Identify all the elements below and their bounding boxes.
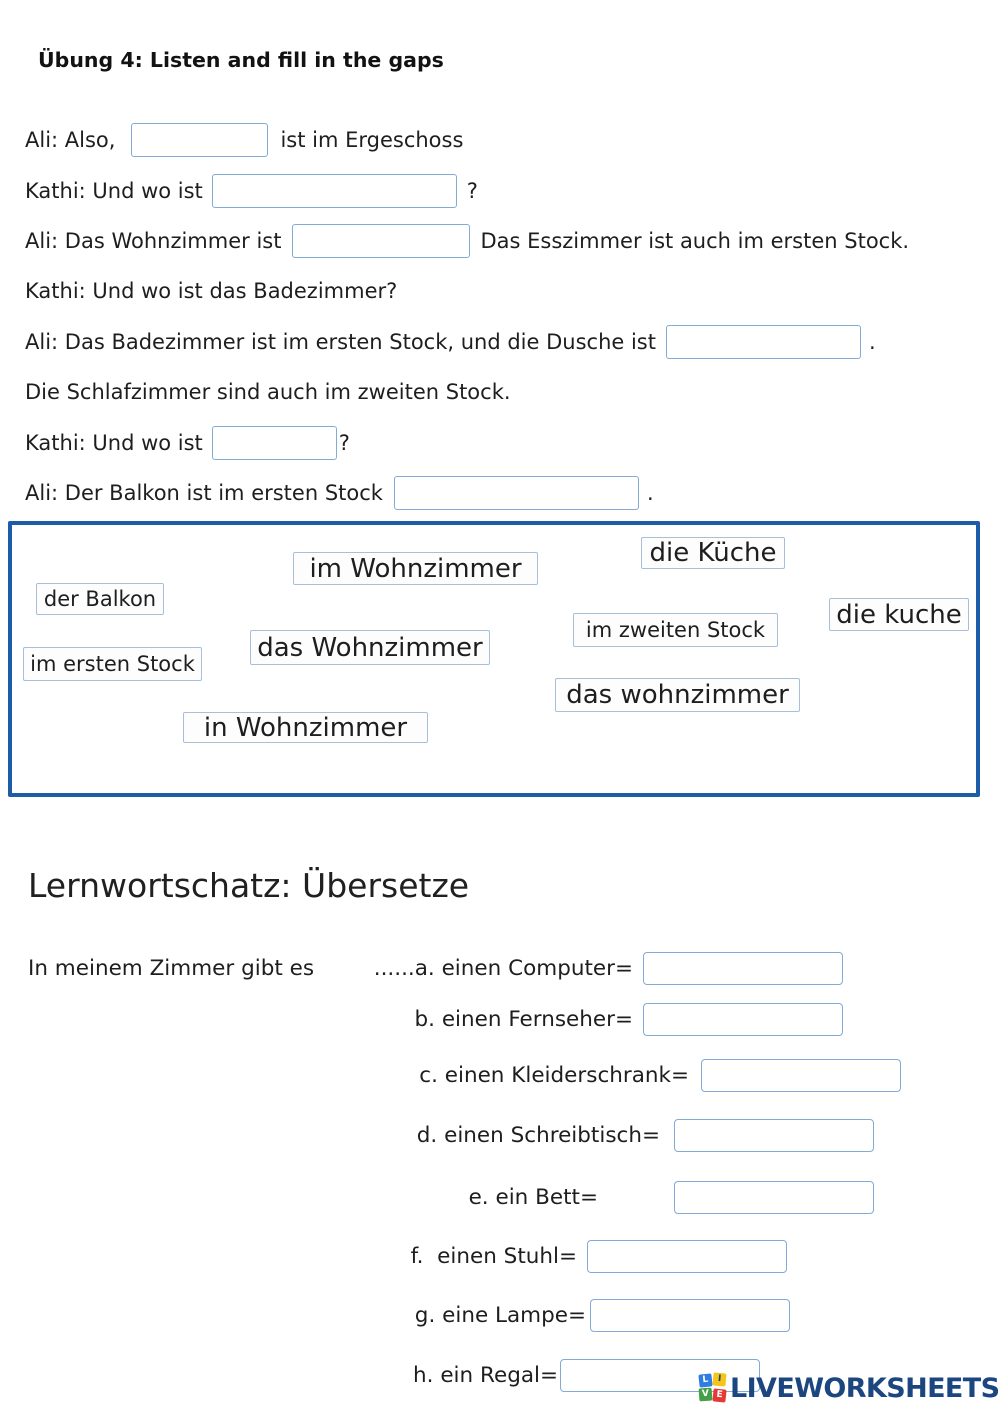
dialog-line-4: Kathi: Und wo ist das Badezimmer?: [25, 266, 985, 316]
dialog-text: Das Esszimmer ist auch im ersten Stock.: [480, 228, 910, 253]
translate-row-b: b. einen Fernseher=: [415, 1001, 843, 1037]
translate-input-g[interactable]: [590, 1298, 790, 1332]
dialog-text: Ali: Das Badezimmer ist im ersten Stock,…: [25, 329, 656, 354]
dialog-text: Kathi: Und wo ist: [25, 430, 203, 455]
word-chip-die-kuche[interactable]: die kuche: [829, 598, 969, 631]
translate-label-a: ......a. einen Computer=: [373, 955, 633, 981]
word-chip-im-wohnzimmer[interactable]: im Wohnzimmer: [293, 552, 538, 585]
dialog-text: Die Schlafzimmer sind auch im zweiten St…: [25, 380, 511, 405]
translate-label-h: h. ein Regal=: [413, 1362, 558, 1388]
word-chip-das-wohnzimmer[interactable]: das Wohnzimmer: [250, 630, 490, 665]
translate-row-h: h. ein Regal=: [413, 1357, 760, 1393]
exercise-title: Übung 4: Listen and fill in the gaps: [38, 48, 444, 72]
translate-label-b: b. einen Fernseher=: [414, 1006, 633, 1032]
translate-row-e: e. ein Bett=: [469, 1179, 874, 1215]
dialog-line-5: Ali: Das Badezimmer ist im ersten Stock,…: [25, 317, 985, 367]
gap-input-line3[interactable]: [292, 223, 471, 258]
translate-label-g: g. eine Lampe=: [414, 1302, 586, 1328]
logo-tile-e: E: [712, 1388, 727, 1403]
logo-tile-l: L: [698, 1373, 713, 1388]
logo-tile-i: I: [712, 1372, 727, 1387]
dialog-line-6: Die Schlafzimmer sind auch im zweiten St…: [25, 367, 985, 417]
word-chip-im-ersten-stock[interactable]: im ersten Stock: [23, 647, 202, 681]
dialog-text: Kathi: Und wo ist das Badezimmer?: [25, 279, 398, 304]
dialog-section: Ali: Also, ist im Ergeschoss Kathi: Und w…: [25, 115, 985, 518]
translate-label-d: d. einen Schreibtisch=: [416, 1122, 660, 1148]
translate-label-e: e. ein Bett=: [468, 1184, 598, 1210]
word-chip-das-wohnzimmer-lc[interactable]: das wohnzimmer: [555, 678, 800, 712]
dialog-text: ?: [466, 178, 478, 203]
translate-input-b[interactable]: [643, 1002, 843, 1036]
dialog-line-2: Kathi: Und wo ist?: [25, 165, 985, 215]
gap-input-line2[interactable]: [211, 173, 457, 208]
dialog-text: .: [868, 329, 876, 354]
translate-intro: In meinem Zimmer gibt es: [28, 955, 315, 981]
word-bank: die Küche im Wohnzimmer der Balkon die k…: [8, 521, 980, 797]
translate-label-f: f. einen Stuhl=: [410, 1243, 577, 1269]
gap-input-line7[interactable]: [211, 425, 337, 460]
gap-input-line1[interactable]: [131, 123, 269, 158]
translate-row-g: g. eine Lampe=: [415, 1297, 790, 1333]
word-chip-die-kueche[interactable]: die Küche: [641, 537, 785, 569]
translate-row-a: ......a. einen Computer=: [374, 950, 843, 986]
translate-row-d: d. einen Schreibtisch=: [417, 1117, 874, 1153]
dialog-text: Ali: Der Balkon ist im ersten Stock: [25, 480, 383, 505]
translate-input-c[interactable]: [701, 1058, 901, 1092]
translate-row-f: f. einen Stuhl=: [411, 1238, 787, 1274]
dialog-text: Ali: Also,: [25, 128, 116, 153]
translate-input-e[interactable]: [674, 1180, 874, 1214]
dialog-line-8: Ali: Der Balkon ist im ersten Stock.: [25, 468, 985, 518]
word-chip-in-wohnzimmer[interactable]: in Wohnzimmer: [183, 712, 428, 743]
translate-label-c: c. einen Kleiderschrank=: [419, 1062, 689, 1088]
dialog-text: Ali: Das Wohnzimmer ist: [25, 228, 282, 253]
translate-row-c: c. einen Kleiderschrank=: [419, 1057, 901, 1093]
dialog-text: ?: [338, 430, 350, 455]
translate-input-d[interactable]: [674, 1118, 874, 1152]
dialog-text: Kathi: Und wo ist: [25, 178, 203, 203]
liveworksheets-logo-icon: L I V E: [698, 1372, 728, 1404]
logo-tile-v: V: [698, 1387, 713, 1402]
word-chip-im-zweiten-stock[interactable]: im zweiten Stock: [573, 613, 778, 647]
translate-input-a[interactable]: [643, 951, 843, 985]
gap-input-line8[interactable]: [393, 475, 639, 510]
word-chip-der-balkon[interactable]: der Balkon: [36, 583, 164, 615]
dialog-line-3: Ali: Das Wohnzimmer ist Das Esszimmer ist…: [25, 216, 985, 266]
liveworksheets-logo[interactable]: L I V E LIVEWORKSHEETS: [698, 1372, 1000, 1404]
dialog-text: ist im Ergeschoss: [280, 128, 464, 153]
gap-input-line5[interactable]: [665, 324, 861, 359]
logo-wordmark: LIVEWORKSHEETS: [730, 1372, 1000, 1404]
translate-input-f[interactable]: [587, 1239, 787, 1273]
section-heading: Lernwortschatz: Übersetze: [28, 866, 470, 905]
translate-input-h[interactable]: [560, 1358, 760, 1392]
dialog-line-7: Kathi: Und wo ist?: [25, 417, 985, 467]
dialog-text: .: [646, 480, 654, 505]
dialog-line-1: Ali: Also, ist im Ergeschoss: [25, 115, 985, 165]
